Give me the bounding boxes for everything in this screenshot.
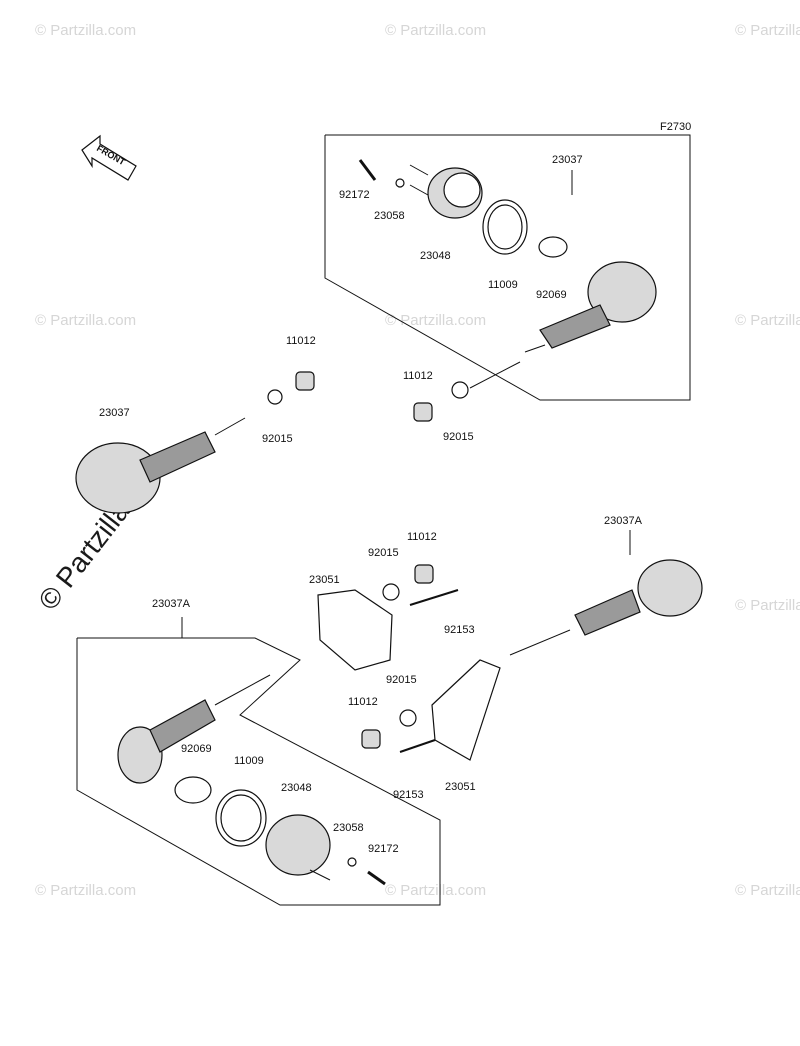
bracket-icon [317,589,393,671]
bulb-icon [538,236,568,258]
grommet-icon [413,402,433,422]
watermark: © Partzilla.com [735,882,800,899]
watermark: © Partzilla.com [735,22,800,39]
left-turn-signal [75,371,315,514]
turn-signal-housing-icon [587,261,657,323]
watermark: © Partzilla.com [385,22,486,39]
part-label: 23051 [445,781,476,793]
bolt-icon [399,739,436,753]
lens-icon [265,814,331,876]
grommet-icon [361,729,381,749]
bracket-lower [361,659,501,761]
turn-signal-housing-icon [637,559,703,617]
nut-icon [382,583,400,601]
part-label: 23058 [374,210,405,222]
nut-icon [267,389,283,405]
part-label: 92153 [444,624,475,636]
watermark: © Partzilla.com [35,882,136,899]
part-label: 92153 [393,789,424,801]
watermark: © Partzilla.com [35,22,136,39]
part-label: 23051 [309,574,340,586]
grommet-icon [414,564,434,584]
grommet-icon [295,371,315,391]
part-label: 23037 [99,407,130,419]
bulb-icon [174,776,212,804]
screw-icon [367,870,386,886]
part-label: 11012 [286,335,316,347]
upper-right-assembly [324,134,691,401]
part-label: 11012 [348,696,378,708]
bracket-icon [431,659,501,761]
figure-code: F2730 [660,121,691,133]
turn-signal-housing-icon [75,442,161,514]
part-label: 23037A [604,515,643,527]
part-label: 11012 [407,531,437,543]
right-turn-signal-a [509,530,703,656]
screw-icon [358,159,377,181]
part-label: 11012 [403,370,433,382]
part-label: 23058 [333,822,364,834]
washer-icon [395,178,405,188]
watermark: © Partzilla.com [35,312,136,329]
part-label: 23037A [152,598,191,610]
watermark: © Partzilla.com [385,312,486,329]
bolt-icon [409,589,459,606]
part-label: 92069 [181,743,212,755]
watermark: © Partzilla.com [735,312,800,329]
part-label: 92015 [443,431,474,443]
part-label: 92172 [368,843,399,855]
part-label: 23048 [281,782,312,794]
part-label: 92069 [536,289,567,301]
part-label: 92015 [262,433,293,445]
watermark: © Partzilla.com [385,882,486,899]
bracket-upper [317,564,459,671]
part-label: 11009 [488,279,518,291]
stem-icon [539,304,611,349]
lower-left-assembly [76,617,441,906]
nut-icon [451,381,469,399]
part-label: 92172 [339,189,370,201]
part-label: 92015 [368,547,399,559]
part-label: 92015 [386,674,417,686]
part-label: 23048 [420,250,451,262]
part-label: 11009 [234,755,264,767]
nut-icon [399,709,417,727]
turn-signal-housing-icon [117,726,163,784]
watermark: © Partzilla.com [735,597,800,614]
washer-icon [347,857,357,867]
part-label: 23037 [552,154,583,166]
front-arrow-icon: FRONT [81,134,137,181]
watermark-grid: © Partzilla.com © Partzilla.com © Partzi… [35,22,800,899]
